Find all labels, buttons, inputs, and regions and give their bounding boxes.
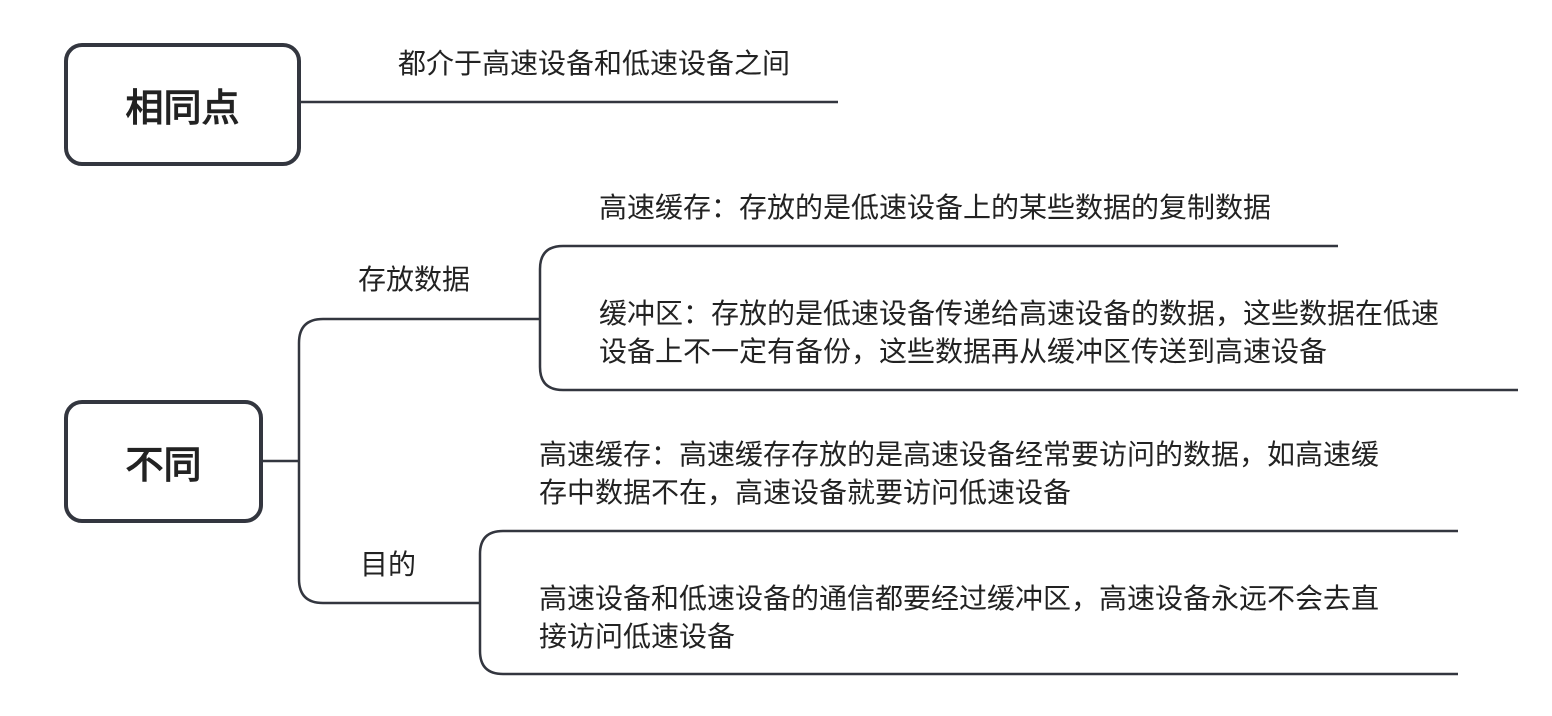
storage-buffer-line2: 设备上不一定有备份，这些数据再从缓冲区传送到高速设备	[599, 335, 1328, 368]
connector-storage-branch	[297, 317, 540, 605]
similar-node: 相同点	[64, 43, 301, 166]
storage-label: 存放数据	[358, 263, 471, 296]
different-node: 不同	[64, 400, 263, 523]
purpose-buffer-line2: 接访问低速设备	[539, 620, 736, 653]
similar-point: 都介于高速设备和低速设备之间	[398, 47, 791, 80]
purpose-cache-line1: 高速缓存：高速缓存存放的是高速设备经常要访问的数据，如高速缓	[539, 438, 1380, 471]
purpose-cache-line2: 存中数据不在，高速设备就要访问低速设备	[539, 476, 1072, 509]
storage-cache-text: 高速缓存：存放的是低速设备上的某些数据的复制数据	[599, 191, 1272, 224]
purpose-label: 目的	[360, 548, 417, 581]
different-title: 不同	[125, 443, 202, 487]
connector-storage-bracket	[538, 244, 1518, 392]
similar-title: 相同点	[125, 86, 240, 130]
purpose-buffer-line1: 高速设备和低速设备的通信都要经过缓冲区，高速设备永远不会去直	[539, 582, 1380, 615]
connector-purpose-bracket	[478, 529, 1458, 676]
storage-buffer-line1: 缓冲区：存放的是低速设备传递给高速设备的数据，这些数据在低速	[599, 297, 1440, 330]
